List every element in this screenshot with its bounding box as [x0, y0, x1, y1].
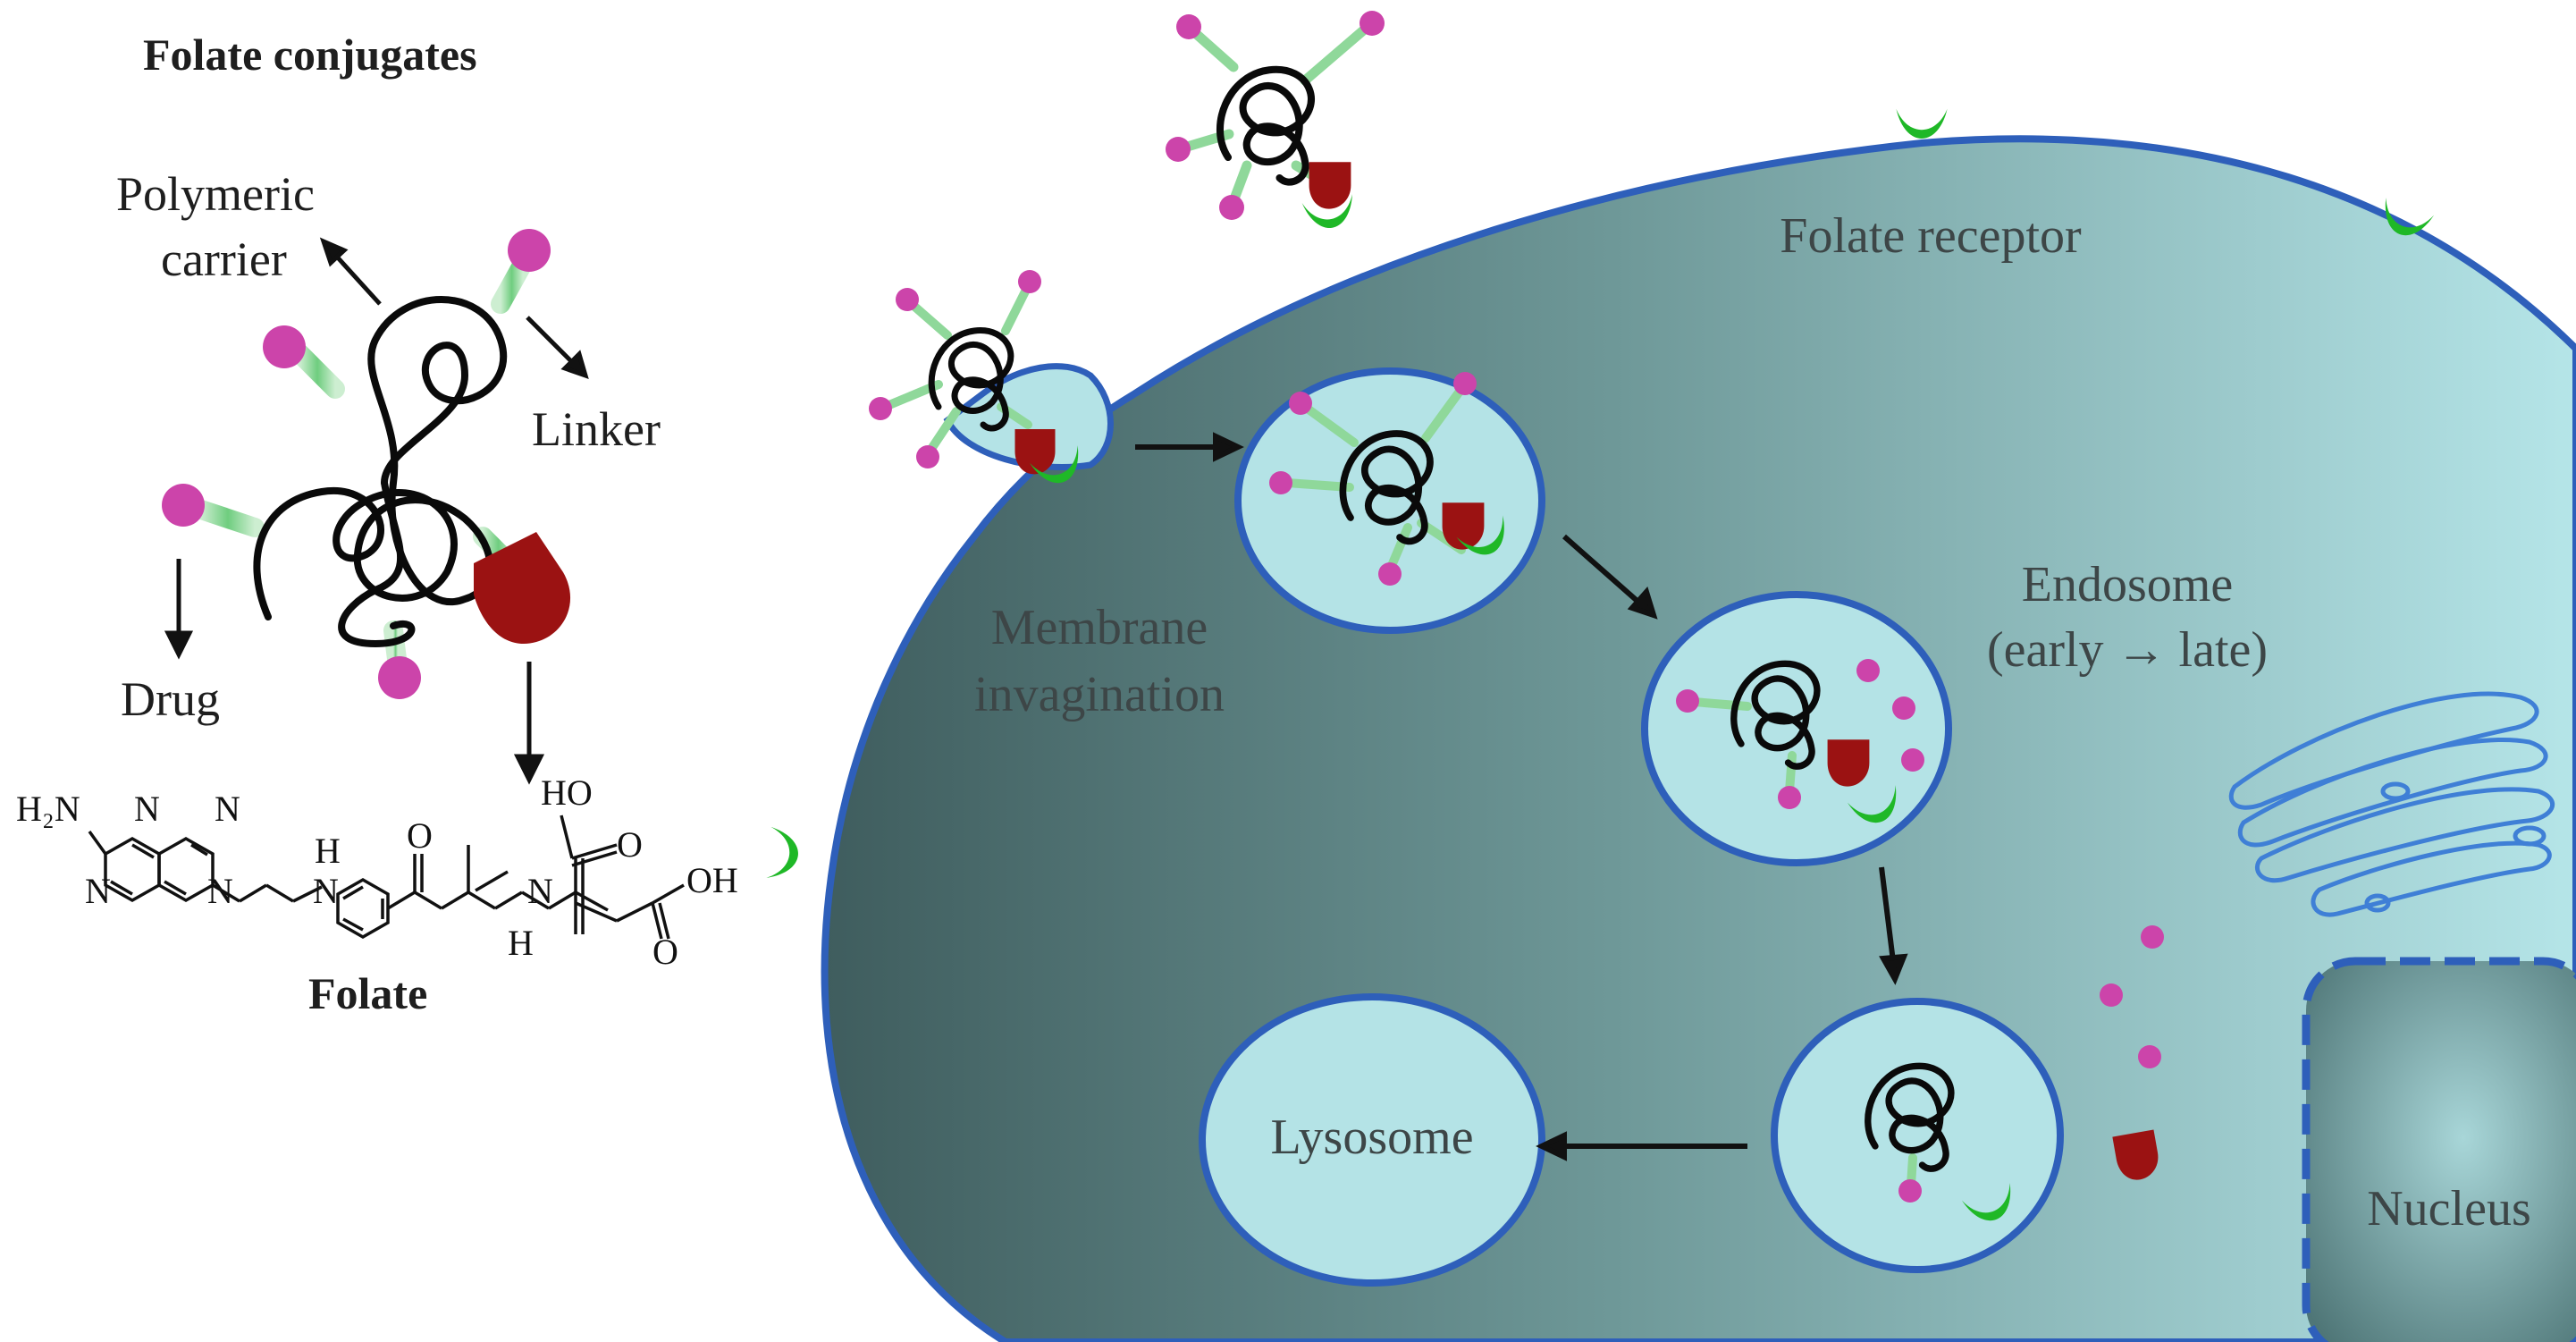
- atom-n: N: [85, 871, 111, 911]
- atom-h: H: [508, 923, 534, 963]
- drug-label: Drug: [121, 672, 220, 726]
- folate-receptor-label: Folate receptor: [1780, 208, 2082, 264]
- membrane-invagination-label-line2: invagination: [974, 667, 1225, 722]
- polymeric-carrier-label-line1: Polymeric: [116, 167, 315, 221]
- membrane-invagination-label-line1: Membrane: [991, 600, 1208, 655]
- endosome-label-line1: Endosome: [2022, 557, 2233, 612]
- atom-n: N: [313, 871, 339, 911]
- atom-n: N: [527, 871, 553, 911]
- released-drug: [2138, 1045, 2161, 1068]
- conjugate-binding-top: [1166, 11, 1385, 232]
- drug-circle: [263, 325, 306, 368]
- released-payload: [2100, 925, 2164, 1184]
- left-panel-arrows: [164, 237, 589, 785]
- released-drug: [2100, 983, 2123, 1007]
- atom-oh: OH: [686, 860, 738, 900]
- arrow-endosome-to-late: [1879, 866, 1896, 962]
- endosome-label-line2: (early → late): [1987, 622, 2268, 678]
- atom-ho: HO: [541, 772, 593, 813]
- endosome-vesicle: [1641, 591, 1952, 866]
- folate-structure-tail: [560, 814, 685, 940]
- folate-conjugate-schematic: [162, 229, 571, 699]
- folate-label: Folate: [308, 968, 427, 1018]
- lysosome-label: Lysosome: [1270, 1110, 1473, 1165]
- atom-h2n: H₂N: [16, 789, 80, 829]
- pathway-arrows: [1135, 432, 1908, 1161]
- receptor-top: [1896, 108, 1948, 139]
- conjugate-in-pit: [869, 270, 1088, 491]
- early-endosome-vesicle: [1234, 367, 1545, 634]
- atom-o: O: [617, 824, 643, 865]
- receptor-left: [766, 826, 801, 881]
- drug-circle: [378, 656, 421, 699]
- atom-n: N: [215, 789, 240, 829]
- arrow-early-to-endosome: [1562, 534, 1642, 606]
- folate-conjugates-title: Folate conjugates: [143, 30, 477, 80]
- polymeric-carrier-label-line2: carrier: [161, 232, 287, 286]
- conjugate-in-late-endosome: [1868, 1066, 2020, 1228]
- conjugate-in-early-endosome: [1269, 372, 1516, 586]
- lysosome: Lysosome: [1199, 993, 1545, 1287]
- late-endosome-vesicle: [1771, 998, 2064, 1273]
- atom-n: N: [207, 871, 233, 911]
- conjugate-in-endosome: [1676, 659, 1924, 831]
- atom-o: O: [652, 932, 678, 972]
- drug-circle: [162, 484, 205, 527]
- drug-circle: [508, 229, 551, 272]
- arrow-to-polymeric-carrier: [333, 253, 382, 306]
- folate-atom-labels: H₂N N N N N H N O N H HO O OH O: [16, 772, 738, 972]
- nucleus: Nucleus: [2302, 957, 2576, 1342]
- arrow-to-linker: [526, 316, 574, 364]
- atom-n: N: [134, 789, 160, 829]
- membrane-invagination-pit: [943, 363, 1114, 470]
- linker-label: Linker: [532, 402, 661, 456]
- atom-o: O: [407, 815, 433, 856]
- nucleus-label: Nucleus: [2367, 1181, 2531, 1236]
- golgi-apparatus: [2228, 691, 2555, 917]
- folate-ligand-shape: [474, 532, 571, 645]
- folate-chemical-structure: [88, 830, 609, 940]
- atom-h: H: [315, 831, 341, 871]
- released-drug: [2141, 925, 2164, 949]
